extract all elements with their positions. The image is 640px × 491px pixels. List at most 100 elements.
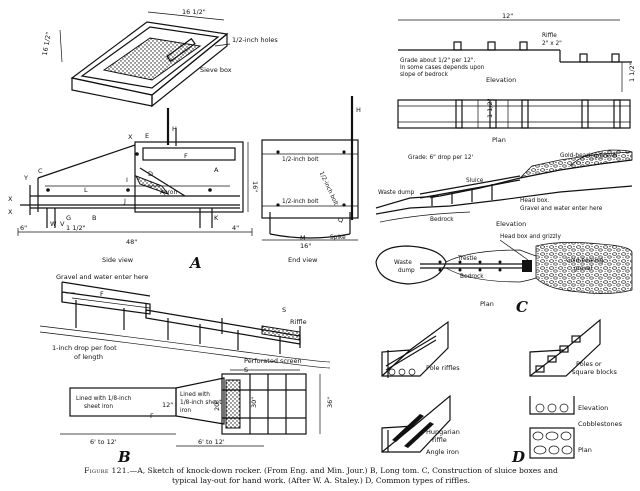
sluice-grade-2-label: Grade: 6" drop per 12' bbox=[408, 155, 474, 161]
long-tom-gravel-enter: Gravel and water enter here bbox=[56, 273, 148, 281]
long-tom-lined-2a: Lined with bbox=[180, 392, 210, 398]
long-tom-letter-s: S bbox=[282, 306, 286, 314]
rocker-end-view bbox=[261, 96, 359, 241]
sieve-box-drawing bbox=[59, 11, 231, 108]
blocks-label-1: Poles or bbox=[576, 360, 602, 368]
sluice-side-dim: 1 1/2" bbox=[628, 62, 636, 82]
sluice-plan-1 bbox=[397, 99, 631, 129]
sluice-bedrock-label: Bedrock bbox=[430, 217, 454, 223]
long-tom-w-36: 36" bbox=[326, 397, 334, 408]
side-letter-f: F bbox=[184, 152, 188, 160]
blocks-label-2: square blocks bbox=[572, 368, 617, 376]
cobblestones-label: Cobblestones bbox=[578, 420, 623, 428]
side-letter-e: E bbox=[145, 132, 149, 140]
end-width: 16" bbox=[300, 242, 311, 250]
cobblestone-riffle-drawing bbox=[529, 396, 575, 459]
long-tom-lined-2c: iron bbox=[180, 408, 191, 414]
hungarian-riffle-drawing bbox=[381, 394, 451, 453]
hungarian-label-2: riffle bbox=[432, 436, 447, 444]
sluice-plan-gold-2: gravel bbox=[574, 266, 593, 272]
rocker-side-view bbox=[17, 108, 253, 236]
long-tom-letter-s2: S bbox=[244, 366, 248, 374]
sluice-plan-waste-2: dump bbox=[398, 268, 415, 274]
side-letter-x2: X bbox=[8, 195, 13, 203]
long-tom-letter-f: F bbox=[100, 290, 104, 298]
side-letter-x: X bbox=[128, 133, 133, 141]
sluice-plan-waste-1: Waste bbox=[394, 260, 412, 266]
long-tom-riffle: Riffle bbox=[290, 318, 307, 326]
end-letter-m: M bbox=[300, 234, 306, 242]
side-dim-mid: 1 1/2" bbox=[66, 224, 86, 232]
long-tom-letter-f2: F bbox=[150, 412, 154, 420]
side-dim-left: 6" bbox=[20, 224, 27, 232]
sieve-dim-top: 16 1/2" bbox=[182, 8, 206, 16]
side-letter-j: J bbox=[123, 197, 126, 205]
end-bolt-top: 1/2-inch bolt bbox=[282, 157, 319, 163]
long-tom-len-2: 6' to 12' bbox=[198, 438, 225, 446]
sluice-plan-2-label: Plan bbox=[480, 300, 494, 308]
long-tom-w-12: 12" bbox=[162, 401, 173, 409]
end-bolt-bottom: 1/2-inch bolt bbox=[282, 199, 319, 205]
end-spike: Spike bbox=[330, 235, 346, 241]
panel-a-letter: A bbox=[188, 254, 202, 272]
side-letter-d: D bbox=[148, 170, 153, 178]
long-tom-lined-1b: sheet iron bbox=[84, 404, 113, 410]
end-view-label: End view bbox=[288, 256, 318, 264]
sieve-box-label: Sieve box bbox=[200, 66, 232, 74]
long-tom-lined-2b: 1/8-inch sheet bbox=[180, 400, 222, 406]
pole-riffles-drawing bbox=[381, 320, 449, 378]
sluice-plan-headbox: Head box and grizzly bbox=[500, 234, 561, 240]
long-tom-drop-1: 1-inch drop per foot bbox=[52, 344, 117, 352]
side-letter-h: H bbox=[172, 125, 177, 133]
sluice-riffle-dim: 2" x 2" bbox=[542, 41, 562, 47]
sluice-plan-2 bbox=[375, 239, 633, 294]
pole-riffles-label: Pole riffles bbox=[426, 364, 460, 372]
hungarian-label-1: Hungarian bbox=[426, 428, 460, 436]
side-dim-height: 16" bbox=[251, 181, 259, 192]
sluice-grade-1: Grade about 1/2" per 12". bbox=[400, 58, 475, 64]
long-tom-len-1: 6' to 12' bbox=[90, 438, 117, 446]
cobble-elevation-label: Elevation bbox=[578, 404, 608, 412]
long-tom-screen: Perforated screen bbox=[244, 357, 302, 365]
sluice-grade-2: In some cases depends upon bbox=[400, 65, 485, 71]
figure-number: Figure 121. bbox=[84, 466, 130, 475]
end-letter-q: Q bbox=[338, 216, 343, 224]
sluice-elevation-1 bbox=[398, 19, 632, 92]
long-tom-elevation bbox=[39, 281, 331, 369]
sieve-dim-side: 16 1/2" bbox=[41, 31, 53, 56]
end-bolt-vertical: 1/2-inch bolt bbox=[318, 171, 339, 207]
sluice-plan-gold-1: Gold-bearing bbox=[566, 258, 604, 264]
sieve-holes-label: 1/2-inch holes bbox=[232, 36, 278, 44]
side-letter-c: C bbox=[38, 167, 43, 175]
sluice-headbox-1: Head box. bbox=[520, 198, 549, 204]
side-dim-total: 48" bbox=[126, 238, 137, 246]
side-letter-b: B bbox=[92, 214, 96, 222]
side-letter-l: L bbox=[84, 186, 88, 194]
sluice-plan-trestle: Trestle bbox=[457, 256, 477, 262]
long-tom-w-20: 20" bbox=[213, 400, 221, 411]
sluice-waste-label: Waste dump bbox=[378, 190, 415, 196]
sluice-grade-3: slope of bedrock bbox=[400, 72, 449, 78]
cobble-plan-label: Plan bbox=[578, 446, 592, 454]
caption-line-1: —A, Sketch of knock-down rocker. (From E… bbox=[129, 466, 558, 475]
side-letter-i: I bbox=[126, 176, 128, 184]
panel-d: Pole riffles Poles or square blocks Hung… bbox=[381, 318, 623, 466]
sluice-plan-dim: 1 1/2" bbox=[486, 98, 494, 118]
side-letter-k: K bbox=[214, 214, 219, 222]
sluice-elev-2-label: Elevation bbox=[496, 220, 526, 228]
panel-d-letter: D bbox=[511, 448, 525, 466]
sluice-plan-1-label: Plan bbox=[492, 136, 506, 144]
long-tom-plan bbox=[60, 369, 321, 447]
end-letter-h: H bbox=[356, 106, 361, 114]
side-dim-right: 4" bbox=[232, 224, 239, 232]
sluice-elev-1-label: Elevation bbox=[486, 76, 516, 84]
panel-b: Gravel and water enter here F S Riffle 1… bbox=[39, 273, 334, 466]
side-letter-w: W bbox=[50, 220, 57, 228]
long-tom-lined-1a: Lined with 1/8-inch bbox=[76, 396, 132, 402]
panel-a: 16 1/2" 16 1/2" 1/2-inch holes Sieve box bbox=[8, 8, 361, 272]
sluice-label: Sluice bbox=[466, 178, 484, 184]
side-letter-g: G bbox=[66, 214, 71, 222]
block-riffles-drawing bbox=[529, 318, 601, 377]
caption-line-2: typical lay-out for hand work. (After W.… bbox=[171, 476, 471, 485]
